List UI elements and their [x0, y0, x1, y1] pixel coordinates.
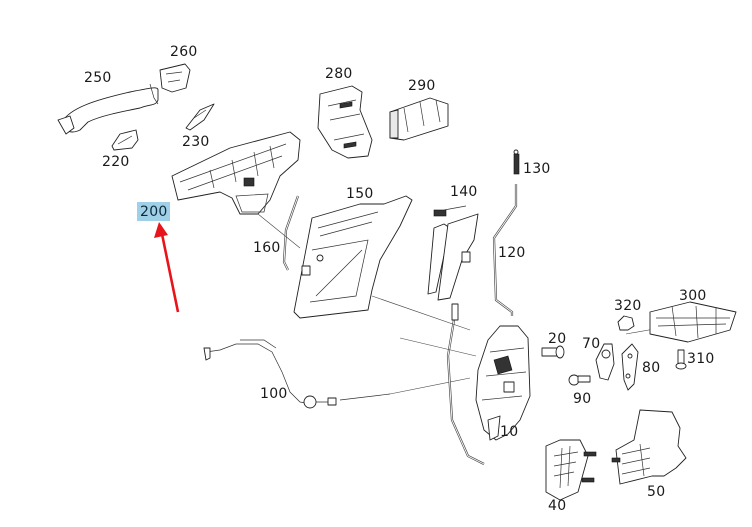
part-280-bracket[interactable] [317, 85, 373, 159]
part-50-connector-housing[interactable] [611, 409, 687, 485]
part-bowden-tube [446, 303, 485, 465]
label-280[interactable]: 280 [325, 66, 353, 82]
part-100-cable[interactable] [203, 339, 471, 409]
label-50[interactable]: 50 [647, 484, 666, 500]
part-230-trim[interactable] [185, 103, 215, 131]
part-220-bezel[interactable] [111, 129, 139, 151]
label-100[interactable]: 100 [260, 386, 288, 402]
label-70[interactable]: 70 [582, 336, 601, 352]
label-90[interactable]: 90 [573, 391, 592, 407]
part-300-frame[interactable] [649, 301, 737, 343]
part-160-rod[interactable] [257, 195, 301, 271]
part-120-rod[interactable] [492, 184, 518, 316]
label-10[interactable]: 10 [500, 424, 519, 440]
label-220[interactable]: 220 [102, 154, 130, 170]
part-310-stud[interactable] [675, 349, 687, 370]
part-260-handle-cap[interactable] [159, 63, 191, 93]
leader-line [399, 337, 477, 357]
label-40[interactable]: 40 [548, 498, 567, 514]
part-250-door-handle[interactable] [57, 83, 159, 135]
part-150-inner-panel[interactable] [293, 195, 413, 319]
part-70-bracket[interactable] [595, 343, 615, 381]
label-250[interactable]: 250 [84, 70, 112, 86]
label-290[interactable]: 290 [408, 78, 436, 94]
part-290-module[interactable] [389, 97, 449, 141]
pointer-arrow [154, 222, 180, 313]
label-20[interactable]: 20 [548, 331, 567, 347]
label-200-highlighted[interactable]: 200 [137, 202, 170, 221]
part-10-lock-actuator[interactable] [475, 325, 531, 441]
label-150[interactable]: 150 [346, 186, 374, 202]
label-80[interactable]: 80 [642, 360, 661, 376]
label-160[interactable]: 160 [253, 240, 281, 256]
label-230[interactable]: 230 [182, 134, 210, 150]
part-20-bolt[interactable] [541, 345, 565, 359]
label-130[interactable]: 130 [523, 161, 551, 177]
label-310[interactable]: 310 [687, 351, 715, 367]
part-80-plate[interactable] [621, 343, 639, 391]
part-90-screw[interactable] [568, 374, 591, 386]
label-300[interactable]: 300 [679, 288, 707, 304]
part-40-connector-plate[interactable] [545, 439, 597, 501]
label-140[interactable]: 140 [450, 184, 478, 200]
part-130-rod-end[interactable] [513, 149, 520, 175]
label-120[interactable]: 120 [498, 245, 526, 261]
label-320[interactable]: 320 [614, 298, 642, 314]
part-200-handle-carrier[interactable] [171, 131, 301, 215]
label-260[interactable]: 260 [170, 44, 198, 60]
part-140-cover[interactable] [427, 205, 479, 301]
leader-line [371, 295, 471, 331]
